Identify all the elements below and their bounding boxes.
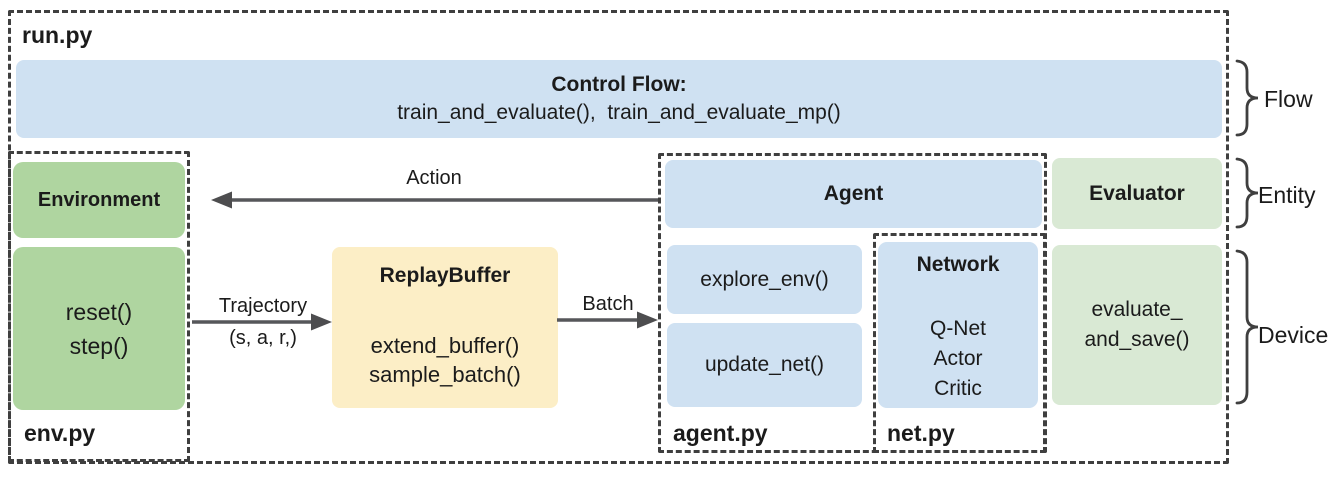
agent-py-label: agent.py bbox=[673, 420, 768, 446]
explore-env-text: explore_env() bbox=[700, 267, 829, 291]
control-flow-functions: train_and_evaluate(), train_and_evaluate… bbox=[397, 101, 841, 124]
env-methods-text: reset() step() bbox=[65, 298, 133, 359]
env-methods-box: reset() step() bbox=[13, 247, 185, 410]
network-title: Network bbox=[916, 253, 1000, 276]
device-brace-icon bbox=[1235, 249, 1259, 405]
trajectory-arrow-right-icon bbox=[192, 313, 332, 331]
flow-brace-icon bbox=[1235, 59, 1259, 137]
explore-env-box: explore_env() bbox=[667, 245, 862, 314]
evaluator-label: Evaluator bbox=[1089, 181, 1185, 205]
env-py-label: env.py bbox=[24, 420, 96, 446]
batch-arrow-label: Batch bbox=[582, 293, 634, 315]
update-net-text: update_net() bbox=[704, 353, 825, 376]
evaluate-save-box: evaluate_ and_save() bbox=[1052, 245, 1222, 405]
net-py-label: net.py bbox=[887, 420, 955, 446]
device-brace-label: Device bbox=[1258, 322, 1329, 348]
entity-brace-icon bbox=[1235, 157, 1259, 229]
batch-arrow-right-icon bbox=[557, 311, 658, 329]
replay-buffer-box: ReplayBuffer extend_buffer() sample_batc… bbox=[332, 247, 558, 408]
evaluate-save-text: evaluate_ and_save() bbox=[1084, 298, 1190, 351]
entity-brace-label: Entity bbox=[1258, 182, 1316, 208]
trajectory-tuple-label: (s, a, r,) bbox=[229, 327, 297, 349]
action-arrow-left-icon bbox=[211, 191, 658, 209]
action-arrow-label: Action bbox=[406, 167, 462, 189]
network-items: Q-Net Actor Critic bbox=[929, 317, 986, 400]
control-flow-box: Control Flow: train_and_evaluate(), trai… bbox=[16, 60, 1222, 138]
flow-brace-label: Flow bbox=[1264, 86, 1313, 112]
control-flow-title: Control Flow: bbox=[551, 73, 687, 96]
replay-buffer-title: ReplayBuffer bbox=[379, 264, 511, 287]
evaluator-box: Evaluator bbox=[1052, 158, 1222, 229]
env-py-frame bbox=[8, 151, 190, 462]
network-box: Network Q-Net Actor Critic bbox=[878, 242, 1038, 408]
agent-label: Agent bbox=[823, 182, 884, 205]
trajectory-arrow-label: Trajectory bbox=[218, 295, 308, 317]
environment-box: Environment bbox=[13, 162, 185, 238]
agent-box: Agent bbox=[665, 160, 1042, 228]
run-py-label: run.py bbox=[22, 22, 93, 48]
update-net-box: update_net() bbox=[667, 323, 862, 407]
environment-label: Environment bbox=[37, 188, 161, 211]
replay-buffer-methods: extend_buffer() sample_batch() bbox=[369, 333, 521, 387]
